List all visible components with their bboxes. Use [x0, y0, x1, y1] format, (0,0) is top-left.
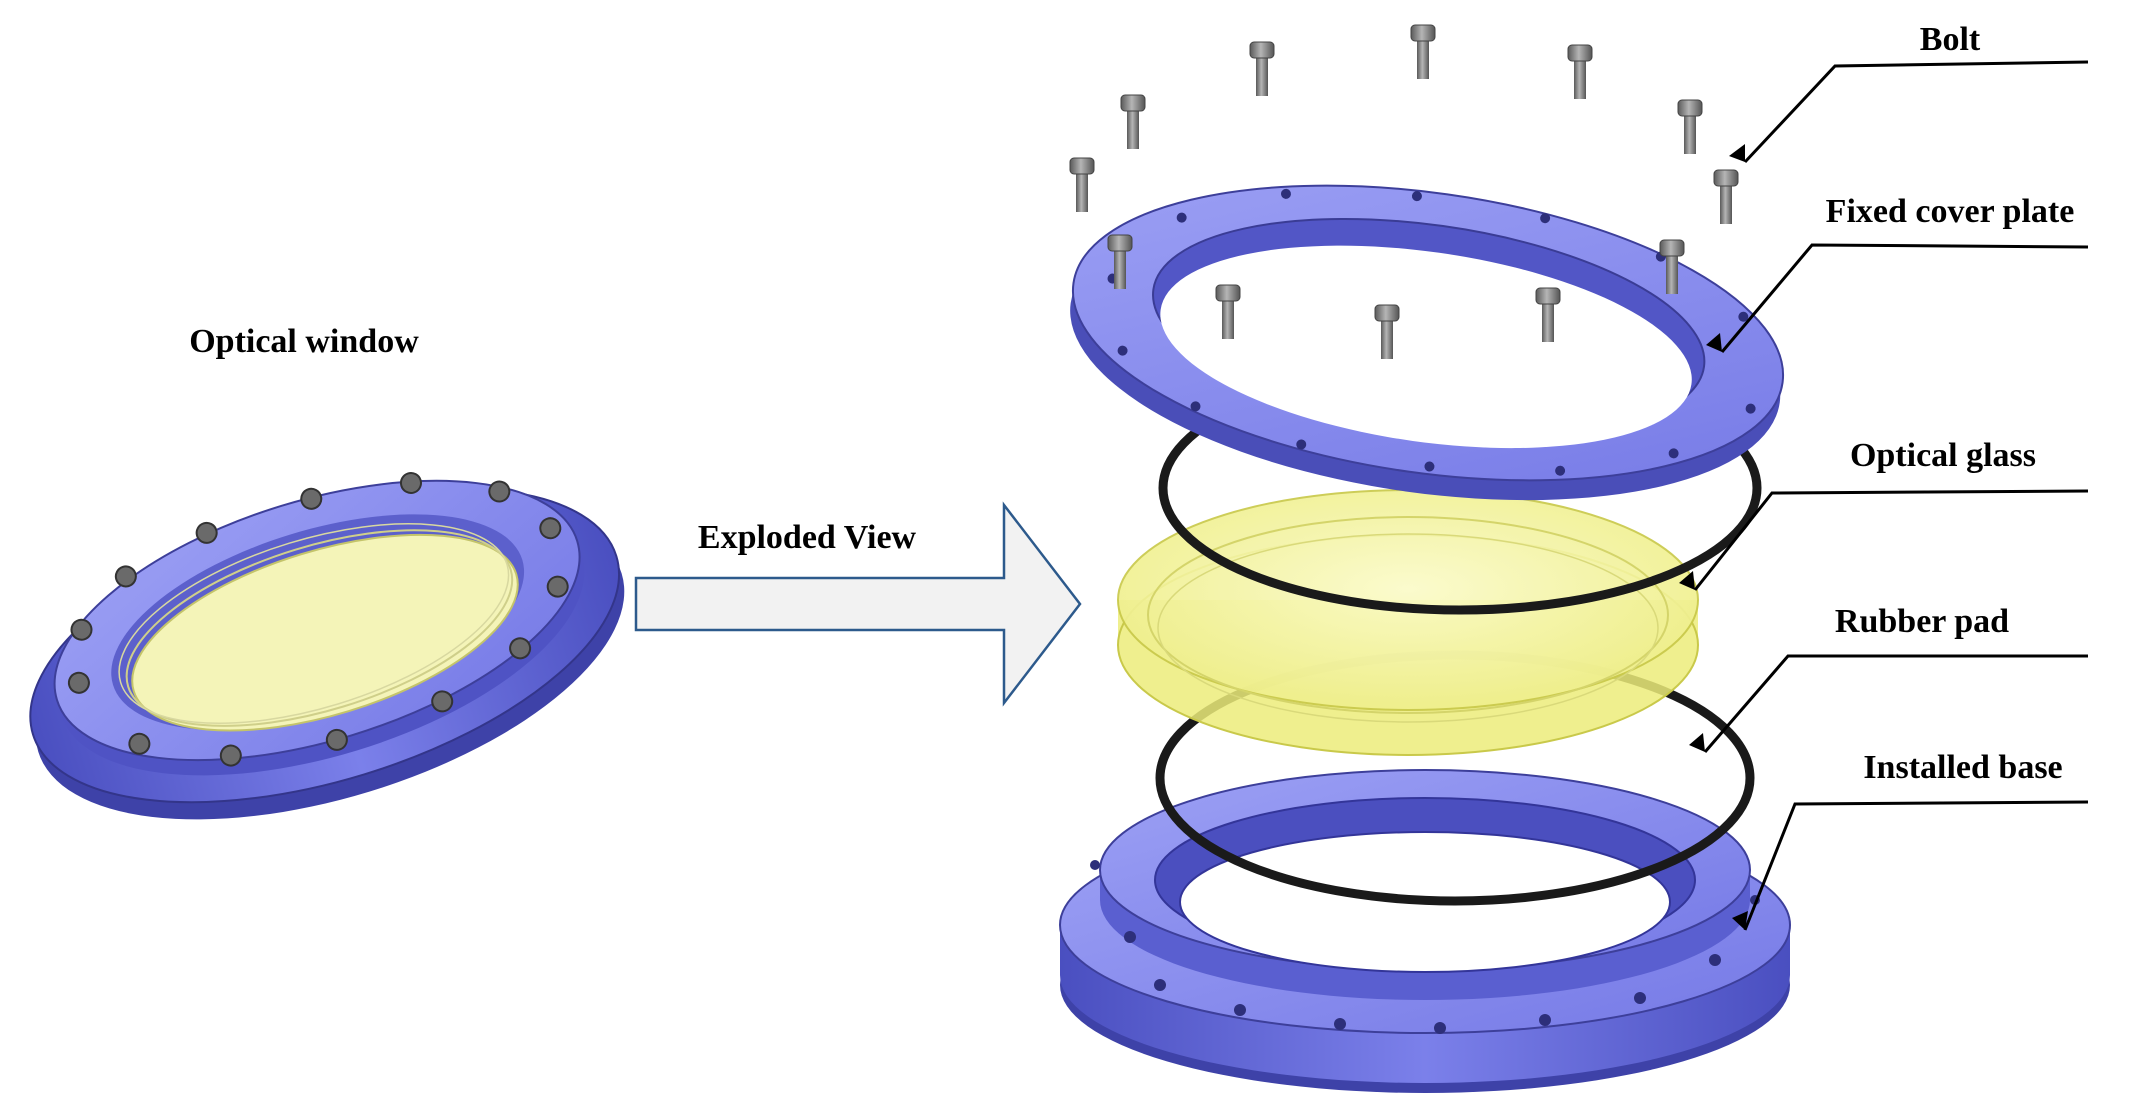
bolt-head-icon: [399, 471, 422, 494]
bolt-icon: [1659, 239, 1685, 294]
bolt-icon: [1535, 287, 1561, 342]
bolt-icon: [1069, 157, 1095, 212]
bolt-head-icon: [114, 565, 137, 588]
leader-cover: [1720, 243, 2089, 353]
bolt-head-icon: [539, 517, 562, 540]
assembled-glass: [131, 533, 519, 732]
bolt-head-icon: [195, 521, 218, 544]
callout-leaders: [1693, 60, 2089, 931]
bolt-icon: [1215, 284, 1241, 339]
bolt-icon: [1107, 234, 1133, 289]
bolt-head-icon: [128, 732, 151, 755]
bolt-icon: [1120, 94, 1146, 149]
block-arrow-right-icon: [634, 501, 1082, 707]
leader-bolt: [1743, 60, 2089, 164]
assembled-window: [29, 471, 625, 820]
arrowhead-icon: [1732, 911, 1748, 930]
arrow-caption: Exploded View: [698, 519, 917, 556]
bolt-head-icon: [300, 487, 323, 510]
left-caption: Optical window: [189, 323, 419, 360]
exploded-assembly: [1059, 24, 1791, 1093]
bolt-head-icon: [488, 480, 511, 503]
installed-base: [1059, 769, 1791, 1093]
bolt-head-icon: [67, 671, 90, 694]
optical-glass: [1117, 489, 1699, 756]
bolt-icon: [1677, 99, 1703, 154]
arrowhead-icon: [1729, 144, 1745, 162]
label-bolt: Bolt: [1920, 21, 1981, 58]
bolts: [1069, 24, 1739, 359]
leader-base: [1743, 800, 2089, 931]
bolt-icon: [1374, 304, 1400, 359]
arrowhead-icon: [1689, 733, 1705, 752]
bolt-head-icon: [509, 637, 532, 660]
label-optical-glass: Optical glass: [1850, 437, 2036, 474]
label-installed-base: Installed base: [1863, 749, 2062, 786]
label-fixed-cover-plate: Fixed cover plate: [1826, 193, 2075, 230]
leader-rubber: [1703, 654, 2088, 753]
arrowhead-icon: [1706, 333, 1722, 352]
bolt-icon: [1249, 41, 1275, 96]
bolt-icon: [1410, 24, 1436, 79]
bolt-icon: [1567, 44, 1593, 99]
arrowhead-icon: [1679, 571, 1695, 590]
base-holes: [1090, 860, 1760, 1034]
bolt-head-icon: [219, 744, 242, 767]
label-rubber-pad: Rubber pad: [1835, 603, 2009, 640]
bolt-head-icon: [325, 728, 348, 751]
bolt-head-icon: [70, 618, 93, 641]
callout-arrowheads: [1679, 144, 1748, 930]
bolt-head-icon: [431, 690, 454, 713]
bolt-icon: [1713, 169, 1739, 224]
bolt-head-icon: [546, 575, 569, 598]
assembled-bolt-heads: [67, 471, 569, 767]
leader-glass: [1693, 489, 2089, 591]
